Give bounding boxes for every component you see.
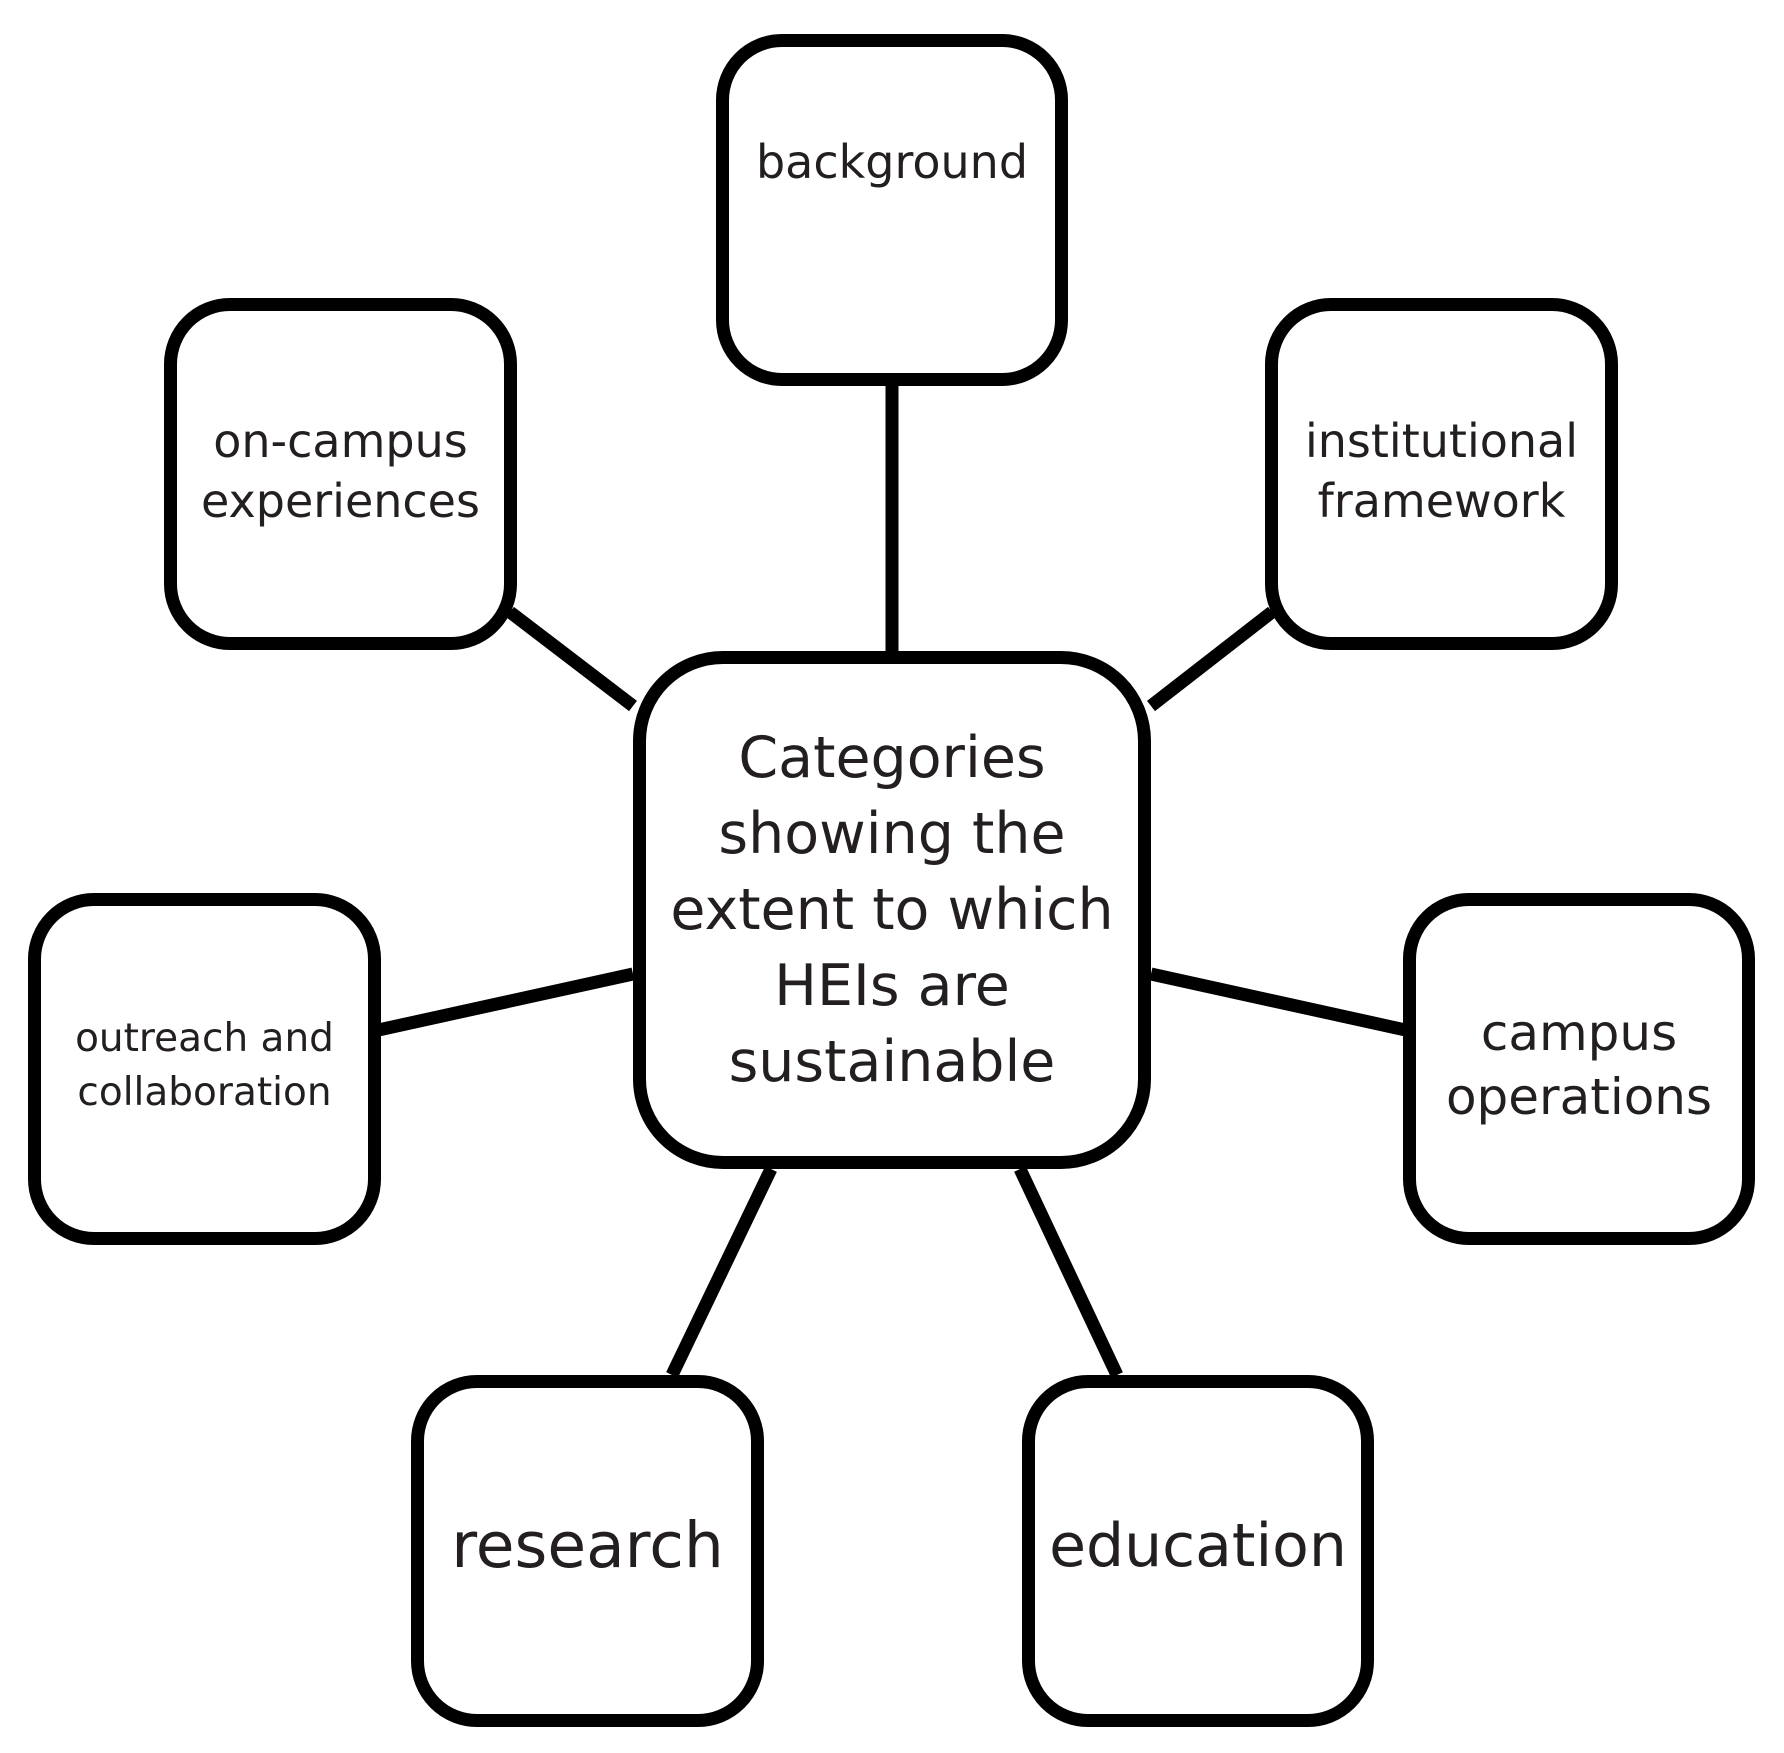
category-box-research: research (411, 1375, 764, 1727)
connector-education (1014, 1166, 1123, 1378)
category-label-background: background (755, 135, 1029, 189)
category-label-outreach-and-collaboration: outreach and collaboration (75, 1016, 334, 1115)
connector-institutional (1147, 606, 1276, 712)
category-box-education: education (1022, 1375, 1374, 1727)
category-box-institutional-framework: institutional framework (1265, 298, 1618, 650)
central-concept-label: Categories showing the extent to which H… (670, 725, 1114, 1095)
category-box-campus-operations: campus operations (1403, 893, 1755, 1245)
category-box-on-campus-experiences: on-campus experiences (164, 298, 517, 650)
category-label-education: education (1049, 1511, 1347, 1581)
category-label-campus-operations: campus operations (1445, 1004, 1713, 1126)
category-label-institutional-framework: institutional framework (1305, 414, 1578, 528)
category-label-on-campus-experiences: on-campus experiences (201, 414, 480, 528)
central-concept-box: Categories showing the extent to which H… (633, 651, 1151, 1169)
connector-outreach (372, 967, 635, 1038)
connector-campusops (1149, 967, 1412, 1038)
connector-research (666, 1166, 777, 1378)
category-label-research: research (451, 1509, 724, 1582)
category-box-outreach-and-collaboration: outreach and collaboration (28, 893, 381, 1245)
category-box-background: background (716, 34, 1068, 386)
connector-oncampus (506, 606, 637, 712)
